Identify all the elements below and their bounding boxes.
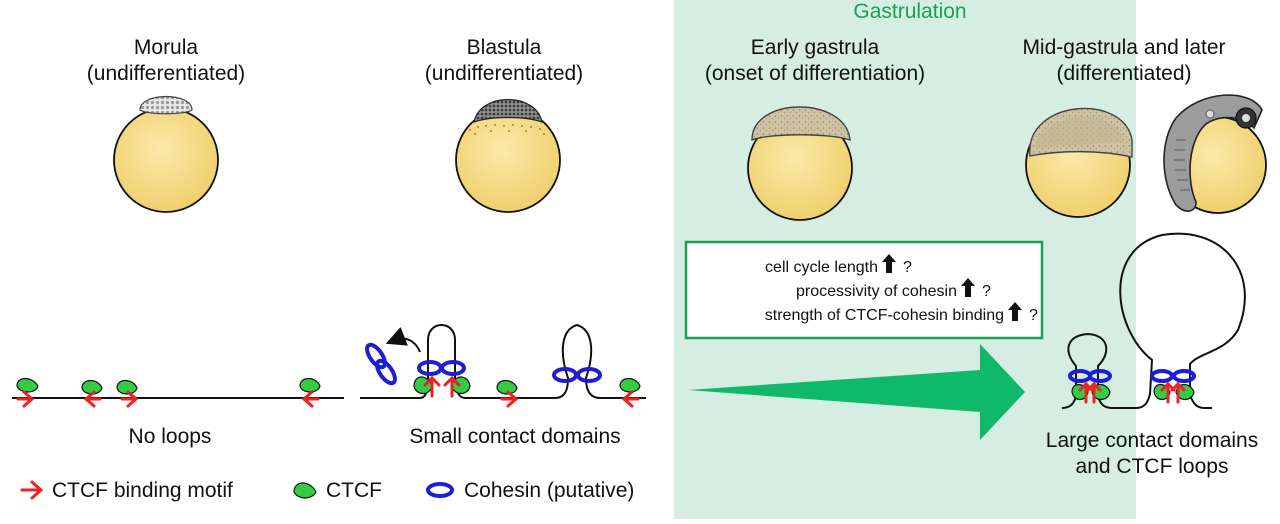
transition-arrow [688, 344, 1025, 440]
stage-title-early-gastrula: Early gastrula [751, 36, 880, 59]
cohesin-ring-icon [365, 342, 397, 386]
legend-ctcf-label: CTCF [326, 479, 382, 502]
early-gastrula-embryo-icon [747, 106, 853, 221]
larva-icon [1163, 94, 1267, 214]
gastrulation-label: Gastrulation [853, 0, 966, 23]
large-domains-label-1: Large contact domains [1046, 429, 1258, 452]
up-arrow-icon [882, 254, 1022, 321]
large-domains-chromatin [1061, 232, 1246, 409]
hypothesis-box: cell cycle length processivity of cohesi… [684, 240, 1044, 340]
release-arrow [385, 327, 421, 353]
legend-motif-label: CTCF binding motif [52, 479, 233, 502]
mid-gastrula-embryo-icon [1025, 107, 1133, 218]
morula-embryo-icon [113, 95, 219, 213]
no-loops-label: No loops [129, 425, 212, 448]
small-domains-label: Small contact domains [409, 425, 620, 448]
legend-ctcf-icon [293, 482, 317, 499]
stage-subtitle-morula: (undifferentiated) [87, 62, 245, 85]
legend: CTCF binding motif CTCF Cohesin (putativ… [20, 479, 634, 502]
hypothesis-line-2: processivity of cohesin [796, 283, 957, 300]
legend-motif-icon [20, 480, 44, 500]
hypothesis-line-3: strength of CTCF-cohesin binding [765, 307, 1004, 324]
legend-cohesin-label: Cohesin (putative) [464, 479, 634, 502]
small-domains-chromatin [360, 323, 646, 408]
hypothesis-question-1: ? [903, 259, 912, 276]
ctcf-motif-arrow-icon [16, 390, 320, 408]
stage-title-mid-gastrula: Mid-gastrula and later [1022, 36, 1225, 59]
blastula-embryo-icon [455, 99, 561, 213]
legend-cohesin-icon [426, 482, 454, 498]
stage-subtitle-mid-gastrula: (differentiated) [1056, 62, 1191, 85]
hypothesis-line-1: cell cycle length [765, 259, 878, 276]
no-loops-chromatin [12, 377, 344, 408]
stage-subtitle-early-gastrula: (onset of differentiation) [705, 62, 925, 85]
stage-title-blastula: Blastula [467, 36, 542, 59]
large-domains-label-2: and CTCF loops [1076, 455, 1229, 478]
stage-title-morula: Morula [134, 36, 199, 59]
hypothesis-question-2: ? [982, 283, 991, 300]
hypothesis-question-3: ? [1029, 307, 1038, 324]
stage-subtitle-blastula: (undifferentiated) [425, 62, 583, 85]
ctcf-protein-icon [16, 377, 321, 395]
